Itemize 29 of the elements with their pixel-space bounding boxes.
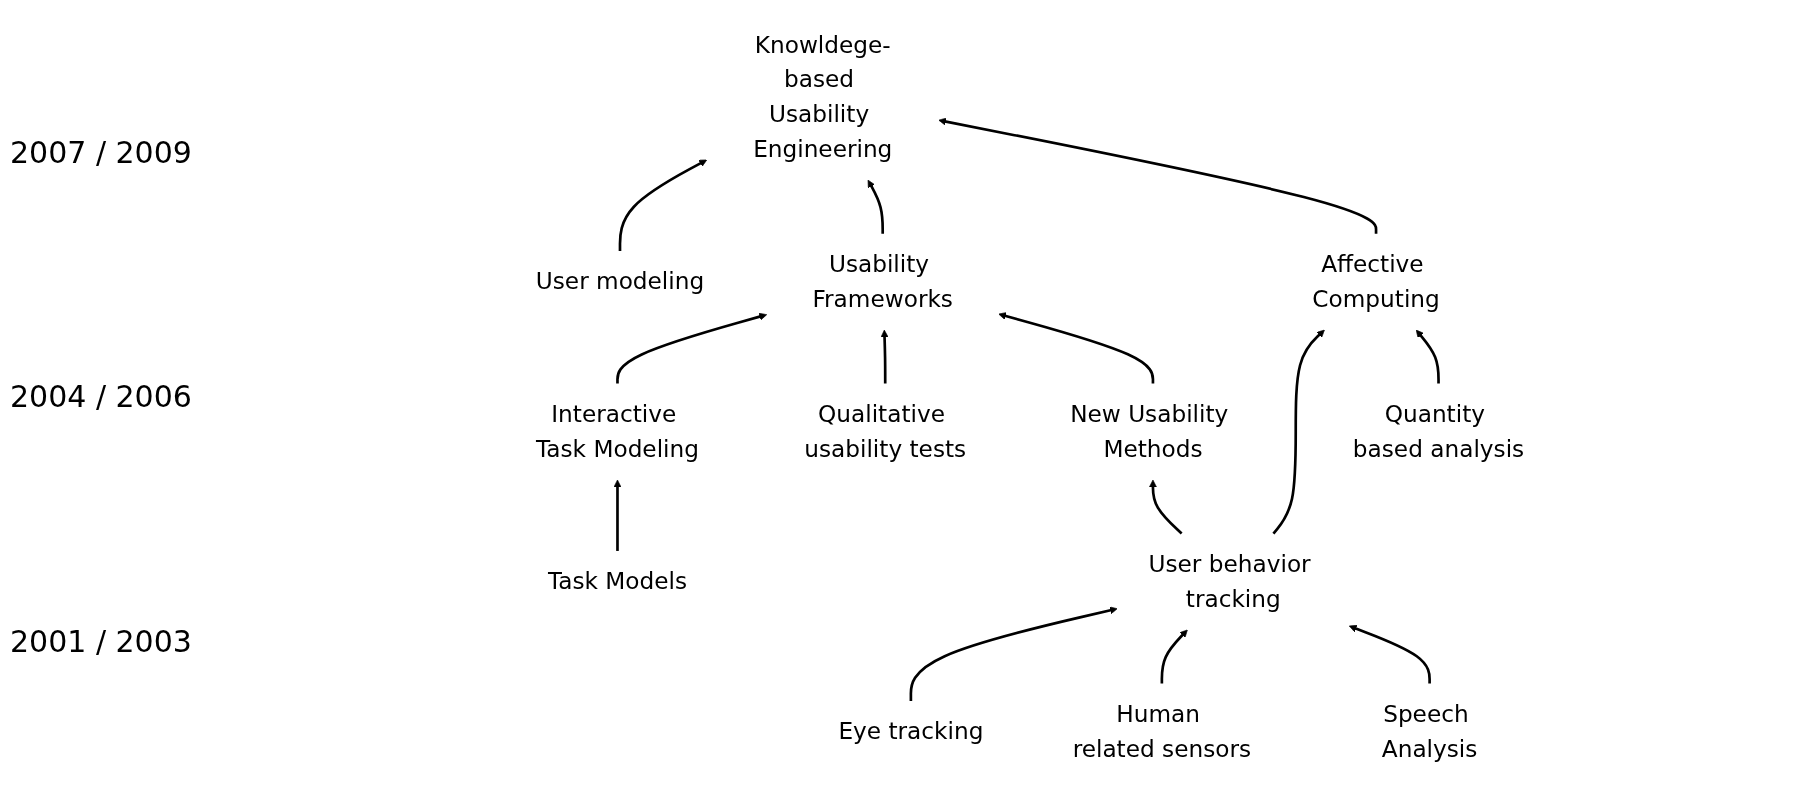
arrow bbox=[909, 606, 1118, 701]
arrow bbox=[1348, 624, 1431, 684]
node-text: Knowldege-based Usability Engineering bbox=[753, 31, 893, 163]
node-text: Interactive Task Modeling bbox=[535, 400, 699, 463]
arrow bbox=[998, 312, 1155, 384]
arrow bbox=[1160, 629, 1188, 684]
year-label: 2001 / 2003 bbox=[10, 624, 193, 660]
node-text: Usability Frameworks bbox=[812, 250, 953, 313]
node-text: Human related sensors bbox=[1072, 700, 1252, 763]
node-text: Task Models bbox=[547, 567, 688, 595]
arrow bbox=[613, 479, 622, 551]
arrow bbox=[1149, 479, 1183, 535]
year-label: 2007 / 2009 bbox=[10, 134, 193, 170]
node-text: User modeling bbox=[535, 268, 705, 295]
node-text: Speech Analysis bbox=[1381, 700, 1478, 763]
arrow bbox=[867, 179, 885, 234]
arrow bbox=[1272, 329, 1325, 535]
arrow bbox=[880, 329, 889, 384]
year-label: 2004 / 2006 bbox=[10, 379, 193, 415]
arrow bbox=[1415, 329, 1440, 384]
node-text: User behavior tracking bbox=[1148, 550, 1311, 613]
node-text: Quantity based analysis bbox=[1352, 400, 1525, 463]
node-text: Eye tracking bbox=[838, 717, 984, 745]
arrow bbox=[616, 312, 768, 384]
node-text: New Usability Methods bbox=[1070, 400, 1229, 463]
node-text: Qualitative usability tests bbox=[804, 400, 967, 463]
node-text: Affective Computing bbox=[1312, 250, 1440, 313]
arrow bbox=[618, 159, 708, 252]
arrow bbox=[938, 117, 1378, 234]
